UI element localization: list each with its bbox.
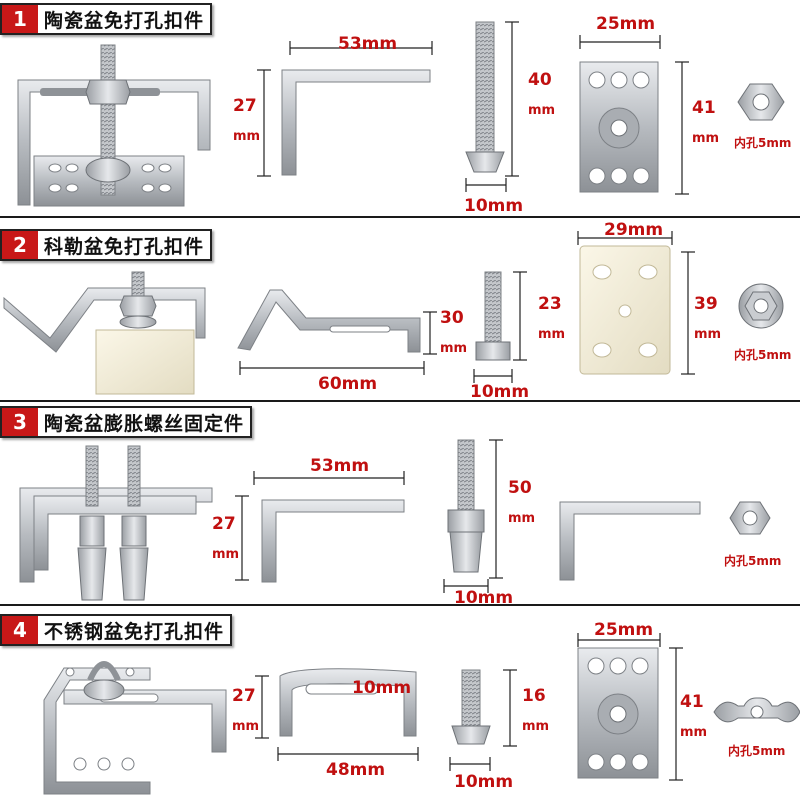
s3-screw-length-unit: mm <box>508 511 536 526</box>
s1-nut-hole-note: 内孔5mm <box>734 136 792 150</box>
s4-slot-width: 10mm <box>352 678 412 698</box>
s3-l-bracket <box>261 499 405 583</box>
s4-bracket-width: 48mm <box>326 760 386 780</box>
s2-screw-length-value: 23 <box>538 294 562 314</box>
s4-plate-width: 25mm <box>594 620 654 640</box>
s1-l-bracket <box>281 69 431 176</box>
section-4-header: 4 不锈钢盆免打孔扣件 <box>0 614 233 646</box>
s2-plate-height-unit: mm <box>694 327 722 342</box>
s2-plate-height-value: 39 <box>694 294 718 314</box>
s1-plate-height-value: 41 <box>692 98 716 118</box>
s3-nut <box>729 501 771 535</box>
section-2-header: 2 科勒盆免打孔扣件 <box>0 229 213 261</box>
section-3-title: 陶瓷盆膨胀螺丝固定件 <box>44 412 245 435</box>
section-2-number: 2 <box>2 231 38 259</box>
s4-bracket-height-unit: mm <box>232 719 260 734</box>
s1-screw <box>465 21 505 173</box>
s2-screw-length-unit: mm <box>538 327 566 342</box>
s4-assembled-clamp <box>43 661 227 795</box>
s4-bracket-height-value: 27 <box>232 686 256 706</box>
s1-plate-height-unit: mm <box>692 131 720 146</box>
divider-3 <box>0 604 800 606</box>
s3-bracket-height-value: 27 <box>212 514 236 534</box>
section-4-art <box>43 633 800 795</box>
s1-plate <box>579 61 659 193</box>
s1-bracket-height-value: 27 <box>233 96 257 116</box>
s3-assembled-clamp <box>19 445 213 601</box>
s2-dimension-lines <box>239 231 695 383</box>
s2-bracket-height-value: 30 <box>440 308 464 328</box>
s2-z-bracket <box>237 289 421 353</box>
s2-screw-head: 10mm <box>470 382 530 402</box>
section-1-title: 陶瓷盆免打孔扣件 <box>44 9 205 32</box>
section-3-header: 3 陶瓷盆膨胀螺丝固定件 <box>0 406 253 438</box>
section-3-number: 3 <box>2 408 38 436</box>
s3-nut-hole-note: 内孔5mm <box>724 554 782 568</box>
s1-plate-width: 25mm <box>596 14 656 34</box>
s3-expansion-screw <box>447 439 485 573</box>
s3-bracket-width: 53mm <box>310 456 370 476</box>
s4-wing-nut <box>713 697 800 723</box>
section-4-title: 不锈钢盆免打孔扣件 <box>44 620 225 643</box>
section-dividers <box>0 216 800 606</box>
s2-nylon-plate <box>579 245 671 375</box>
s1-screw-length-unit: mm <box>528 103 556 118</box>
s4-screw-head: 10mm <box>454 772 514 792</box>
s1-nut <box>737 83 785 121</box>
s3-screw-head: 10mm <box>454 588 514 608</box>
s3-bracket-height-unit: mm <box>212 547 240 562</box>
s3-screw-length-value: 50 <box>508 478 532 498</box>
s4-curved-bracket <box>279 668 417 737</box>
divider-1 <box>0 216 800 218</box>
s4-screw <box>451 669 491 745</box>
s1-bracket-width: 53mm <box>338 34 398 54</box>
s2-plate-width: 29mm <box>604 220 664 240</box>
section-1-header: 1 陶瓷盆免打孔扣件 <box>0 3 213 35</box>
s1-bracket-height-unit: mm <box>233 129 261 144</box>
s1-screw-head: 10mm <box>464 196 524 216</box>
section-1-number: 1 <box>2 5 38 33</box>
s2-assembled-clamp <box>3 271 206 395</box>
s2-screw <box>475 271 511 361</box>
s3-dimension-lines <box>235 439 503 593</box>
section-2-title: 科勒盆免打孔扣件 <box>44 235 205 258</box>
s2-bracket-height-unit: mm <box>440 341 468 356</box>
divider-2 <box>0 400 800 402</box>
section-2-art <box>3 231 784 395</box>
s1-assembled-clamp <box>17 44 211 207</box>
s4-plate-height-unit: mm <box>680 725 708 740</box>
s1-screw-length-value: 40 <box>528 70 552 90</box>
section-1-art <box>17 21 785 207</box>
s4-dimension-lines <box>255 633 683 781</box>
s2-bracket-width: 60mm <box>318 374 378 394</box>
section-4-number: 4 <box>2 616 38 644</box>
section-3-art <box>19 439 771 601</box>
s2-flange-nut <box>738 283 784 329</box>
s4-nut-hole-note: 内孔5mm <box>728 744 786 758</box>
s1-dimension-lines <box>257 21 689 195</box>
s4-plate <box>577 647 659 779</box>
s4-screw-length-value: 16 <box>522 686 546 706</box>
s2-nut-hole-note: 内孔5mm <box>734 348 792 362</box>
s4-plate-height-value: 41 <box>680 692 704 712</box>
s4-screw-length-unit: mm <box>522 719 550 734</box>
s3-l-bracket-2 <box>559 501 701 581</box>
